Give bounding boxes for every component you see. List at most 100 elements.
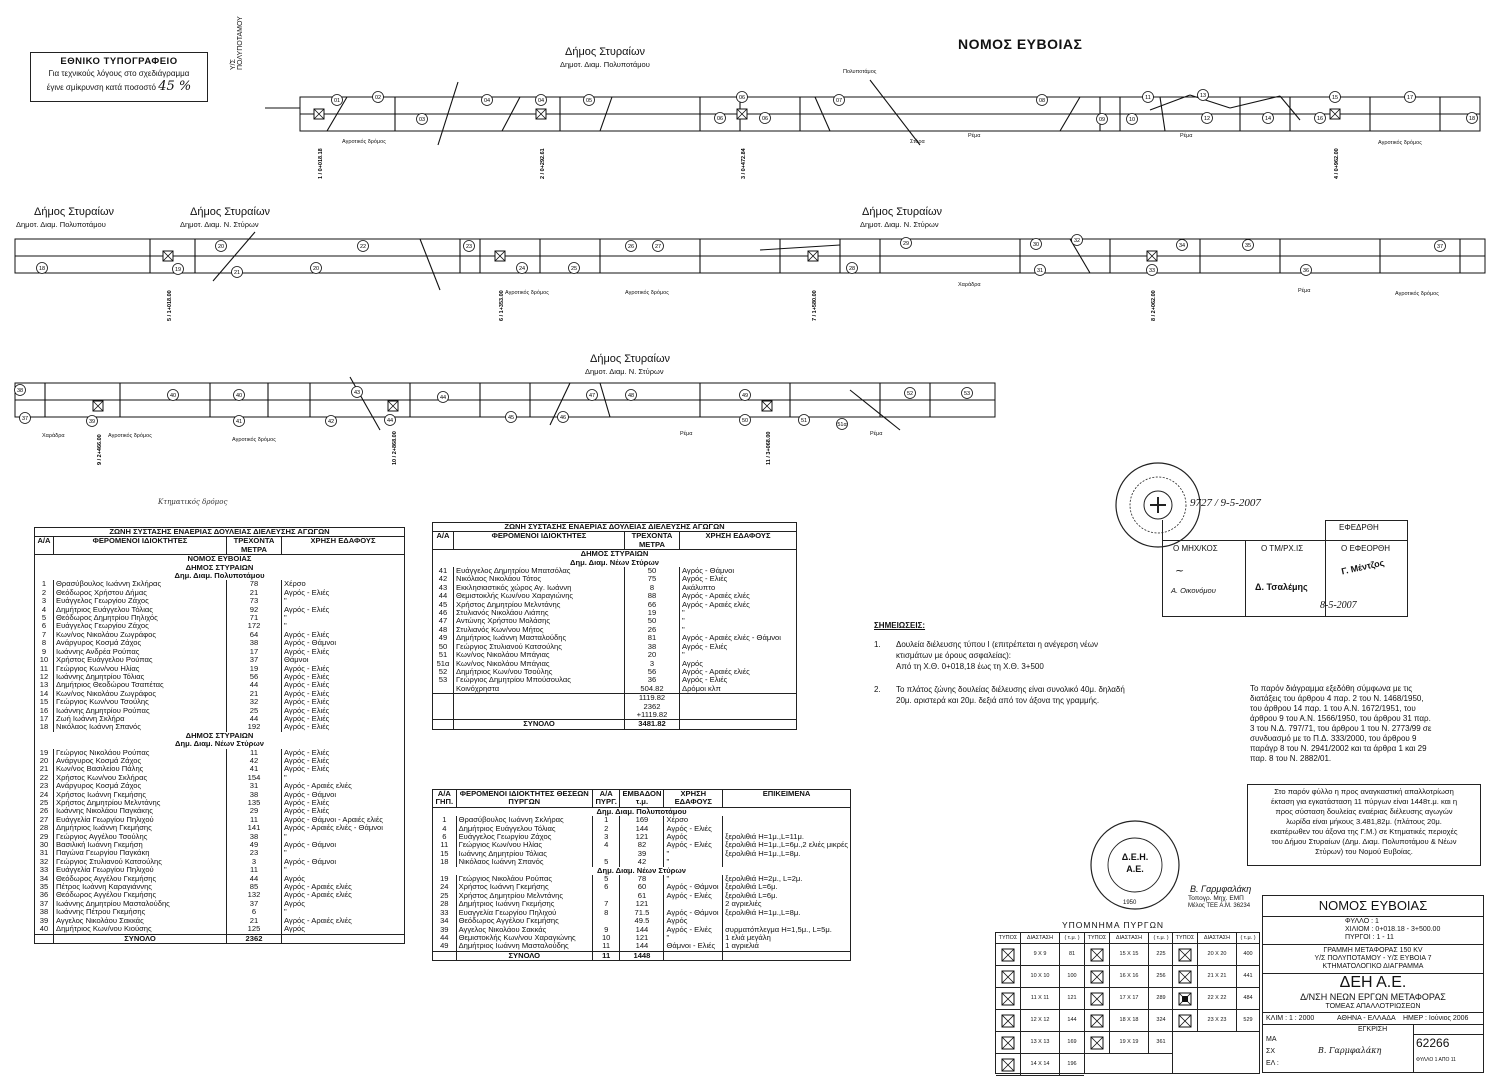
table1-row-cell: " [281,773,405,783]
table1-row-cell: Θεόδωρος Αγγέλου Γκεμήσης [53,874,227,884]
table1-row-cell: Ευάγγελος Γεωργίου Ζάχος [53,622,227,631]
legend-header-cell: ΔΙΑΣΤΑΣΗ [1197,933,1236,943]
table2-carry-row: 2362 [433,702,797,711]
table1-row-cell: 172 [226,622,282,631]
svg-text:25: 25 [571,266,577,272]
table3-row-cell: " [663,857,723,867]
table2-row-cell: 42 [438,574,448,584]
approval-col-engineer: Ο ΜΗΧ/ΚΟΣ [1173,544,1218,553]
table1-row-cell: Αγρός - Αραιές ελιές [281,916,405,926]
table1-row-cell: 39 [39,915,49,925]
table1-total-row-cell: ΣΥΝΟΛΟ [53,934,227,944]
table1-row-cell: 1 [41,579,47,589]
table2-row-cell: 47 [438,616,448,626]
strip1-styra-label: Στύρα [910,139,925,145]
table3-section-title-text: Δημ. Διαμ. Πολυποτάμου [596,806,687,816]
table1-row-cell: Ιωάννης Δημητρίου Ρούπας [53,706,227,715]
titleblock-el: ΕΛ : [1266,1060,1279,1067]
table1-row-cell: Ζωή Ιωάννη Σκλήρα [53,714,227,724]
table2-row-cell: 36 [624,675,680,685]
table1-row-cell: 11 [226,748,282,757]
svg-text:06: 06 [739,95,745,101]
legend-header-cell: ΤΥΠΟΣ [998,935,1018,941]
table3-row-cell: Αγρός - Ελιές [663,841,723,850]
tower-type-icon [1173,944,1197,965]
table3-row-cell: 18 [440,857,449,867]
tower-chainage-label: 5 / 1+018.00 [167,290,173,321]
parcel-boundary [326,96,348,132]
strip3-municipality: Δήμος Στυραίων [590,353,671,365]
svg-text:53: 53 [964,391,970,397]
legend-header-cell: ( τ.μ. ) [1148,933,1173,943]
table1-row-cell: Ιωάννης Πέτρου Γκεμήσης [53,907,227,917]
table2-row-cell: 81 [624,633,680,643]
svg-text:12: 12 [1204,116,1210,122]
table3-row-cell: Αγρός - Θάμνοι [663,908,723,918]
svg-text:44: 44 [387,418,393,424]
table2-row-cell: Νικόλαος Νικολάου Τότος [453,575,625,584]
table1-row-cell: 29 [226,806,282,816]
legend-dimension: 21 X 21 [1197,966,1236,987]
table2-row-cell: Στυλιανός Νικολάου Λιάπης [453,608,625,618]
table1-row-cell: " [281,622,405,631]
strip3-stream-label-b: Ρέμα [870,431,883,437]
expropriation-line: εκατέρωθεν του άξονα της Γ.Μ.) σε Κτηματ… [1270,827,1458,836]
table3-row-cell: Νικόλαος Ιωάννη Σπανός [455,857,593,867]
table1-row-cell: 21 [39,764,49,774]
table3-row-cell: 82 [619,841,664,850]
table2-total-row-cell: 3481.82 [624,719,680,730]
table1-row-cell: Ανάργυρος Κοσμά Ζάχος [53,781,227,791]
table1-row-cell: Αγρός - Ελιές [281,714,405,724]
tower-marker: 3 / 0+472.84 [736,108,748,179]
table2-section-title-text: Δημ. Διαμ. Νέων Στύρων [569,557,659,567]
table1-row-cell: Δημήτριος Κων/νου Κιούσης [53,924,227,934]
table1-row-cell: 19 [39,747,49,757]
table3-header-area: ΕΜΒΑΔΟΝ τ.μ. [619,789,664,808]
table3-total-row-cell: 11 [591,951,620,961]
parcel-number: 51 [798,414,810,426]
table3-row-cell: 39 [619,849,664,859]
parcel-number: 43 [351,386,363,398]
parcel-number: 01 [331,94,343,106]
parcel-boundary [1149,94,1191,111]
tower-chainage-label: 9 / 2+466.00 [97,434,103,465]
strip2-municipality-c: Δήμος Στυραίων [862,206,943,218]
table1-row-cell: " [281,613,405,623]
expropriation-line: έκταση για εγκατάσταση 11 πύργων είναι 1… [1270,797,1458,806]
table1-row-cell: Αγρός - Ελιές [281,672,405,682]
table3-row-cell: " [663,874,723,884]
table1-row-cell: 8 [41,638,47,648]
tower-chainage-label: 11 / 3+068.00 [766,432,772,466]
svg-text:51α: 51α [837,422,847,428]
table3-total-row-cell: 1448 [619,951,664,961]
surveyor-reg: Μέλος ΤΕΕ Α.Μ. 36234 [1188,903,1251,909]
table1-row-cell: 29 [39,831,49,841]
expropriation-line: του Δήμου Στυραίων (Δημ. Διαμ. Πολυποτάμ… [1271,837,1457,846]
parcel-number: 02 [372,91,384,103]
table1-row-cell: Αγρός - Ελιές [281,647,405,657]
svg-text:51: 51 [801,418,807,424]
parcel-number: 11 [1142,91,1154,103]
table2-row-cell: 52 [438,666,448,676]
svg-text:27: 27 [655,244,661,250]
legend-header-cell: ΔΙΑΣΤΑΣΗ [1109,933,1148,943]
parcel-number: 24 [516,262,528,274]
strip1-river-label: Πολυποτάμος [843,69,877,75]
table1-row-cell: Γεώργιος Κων/νου Ηλίας [53,664,227,673]
table1-row-cell: Ιωάννης Δημητρίου Μασταλούδης [53,899,227,909]
table3-section-title: Δημ. Διαμ. Πολυποτάμου [432,806,851,816]
table1-row-cell: 19 [226,664,282,673]
svg-text:30: 30 [1033,242,1039,248]
table2-subtotal-row: 1119.82 [432,693,797,703]
table1-row-cell: 23 [226,849,282,858]
table2-row-cell: Αγρός - Ελιές [679,575,797,584]
